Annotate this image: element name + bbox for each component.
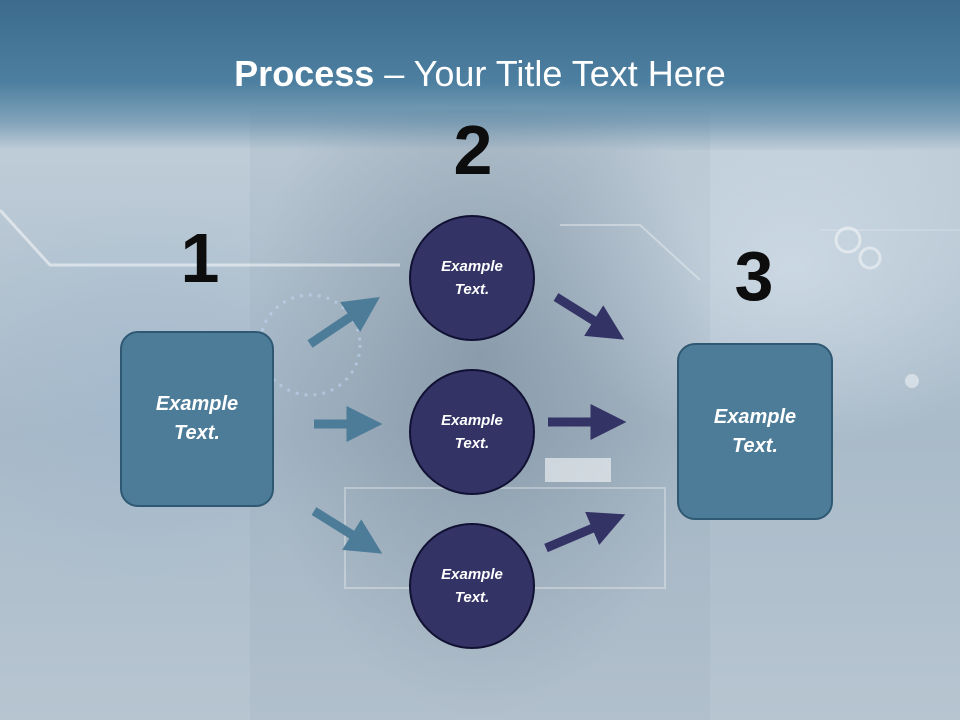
title-rest: – Your Title Text Here <box>374 53 726 94</box>
arrow-1-to-2-bottom <box>311 507 383 554</box>
arrow-2-to-3-top <box>553 293 625 340</box>
step-2-number: 2 <box>453 111 493 189</box>
step-3-number: 3 <box>734 237 774 315</box>
slide-title: Process – Your Title Text Here <box>0 52 960 96</box>
step-1-box: Example Text. <box>120 331 274 507</box>
arrow-1-to-2-top <box>307 296 380 348</box>
step-2-circle-bottom: Example Text. <box>409 523 535 649</box>
step-1-number: 1 <box>180 219 220 297</box>
arrow-2-to-3-bottom <box>544 511 626 553</box>
title-strong: Process <box>234 53 375 94</box>
step-2-circle-middle: Example Text. <box>409 369 535 495</box>
step-3-box: Example Text. <box>677 343 833 520</box>
step-2-circle-top: Example Text. <box>409 215 535 341</box>
title-bar <box>0 0 960 150</box>
